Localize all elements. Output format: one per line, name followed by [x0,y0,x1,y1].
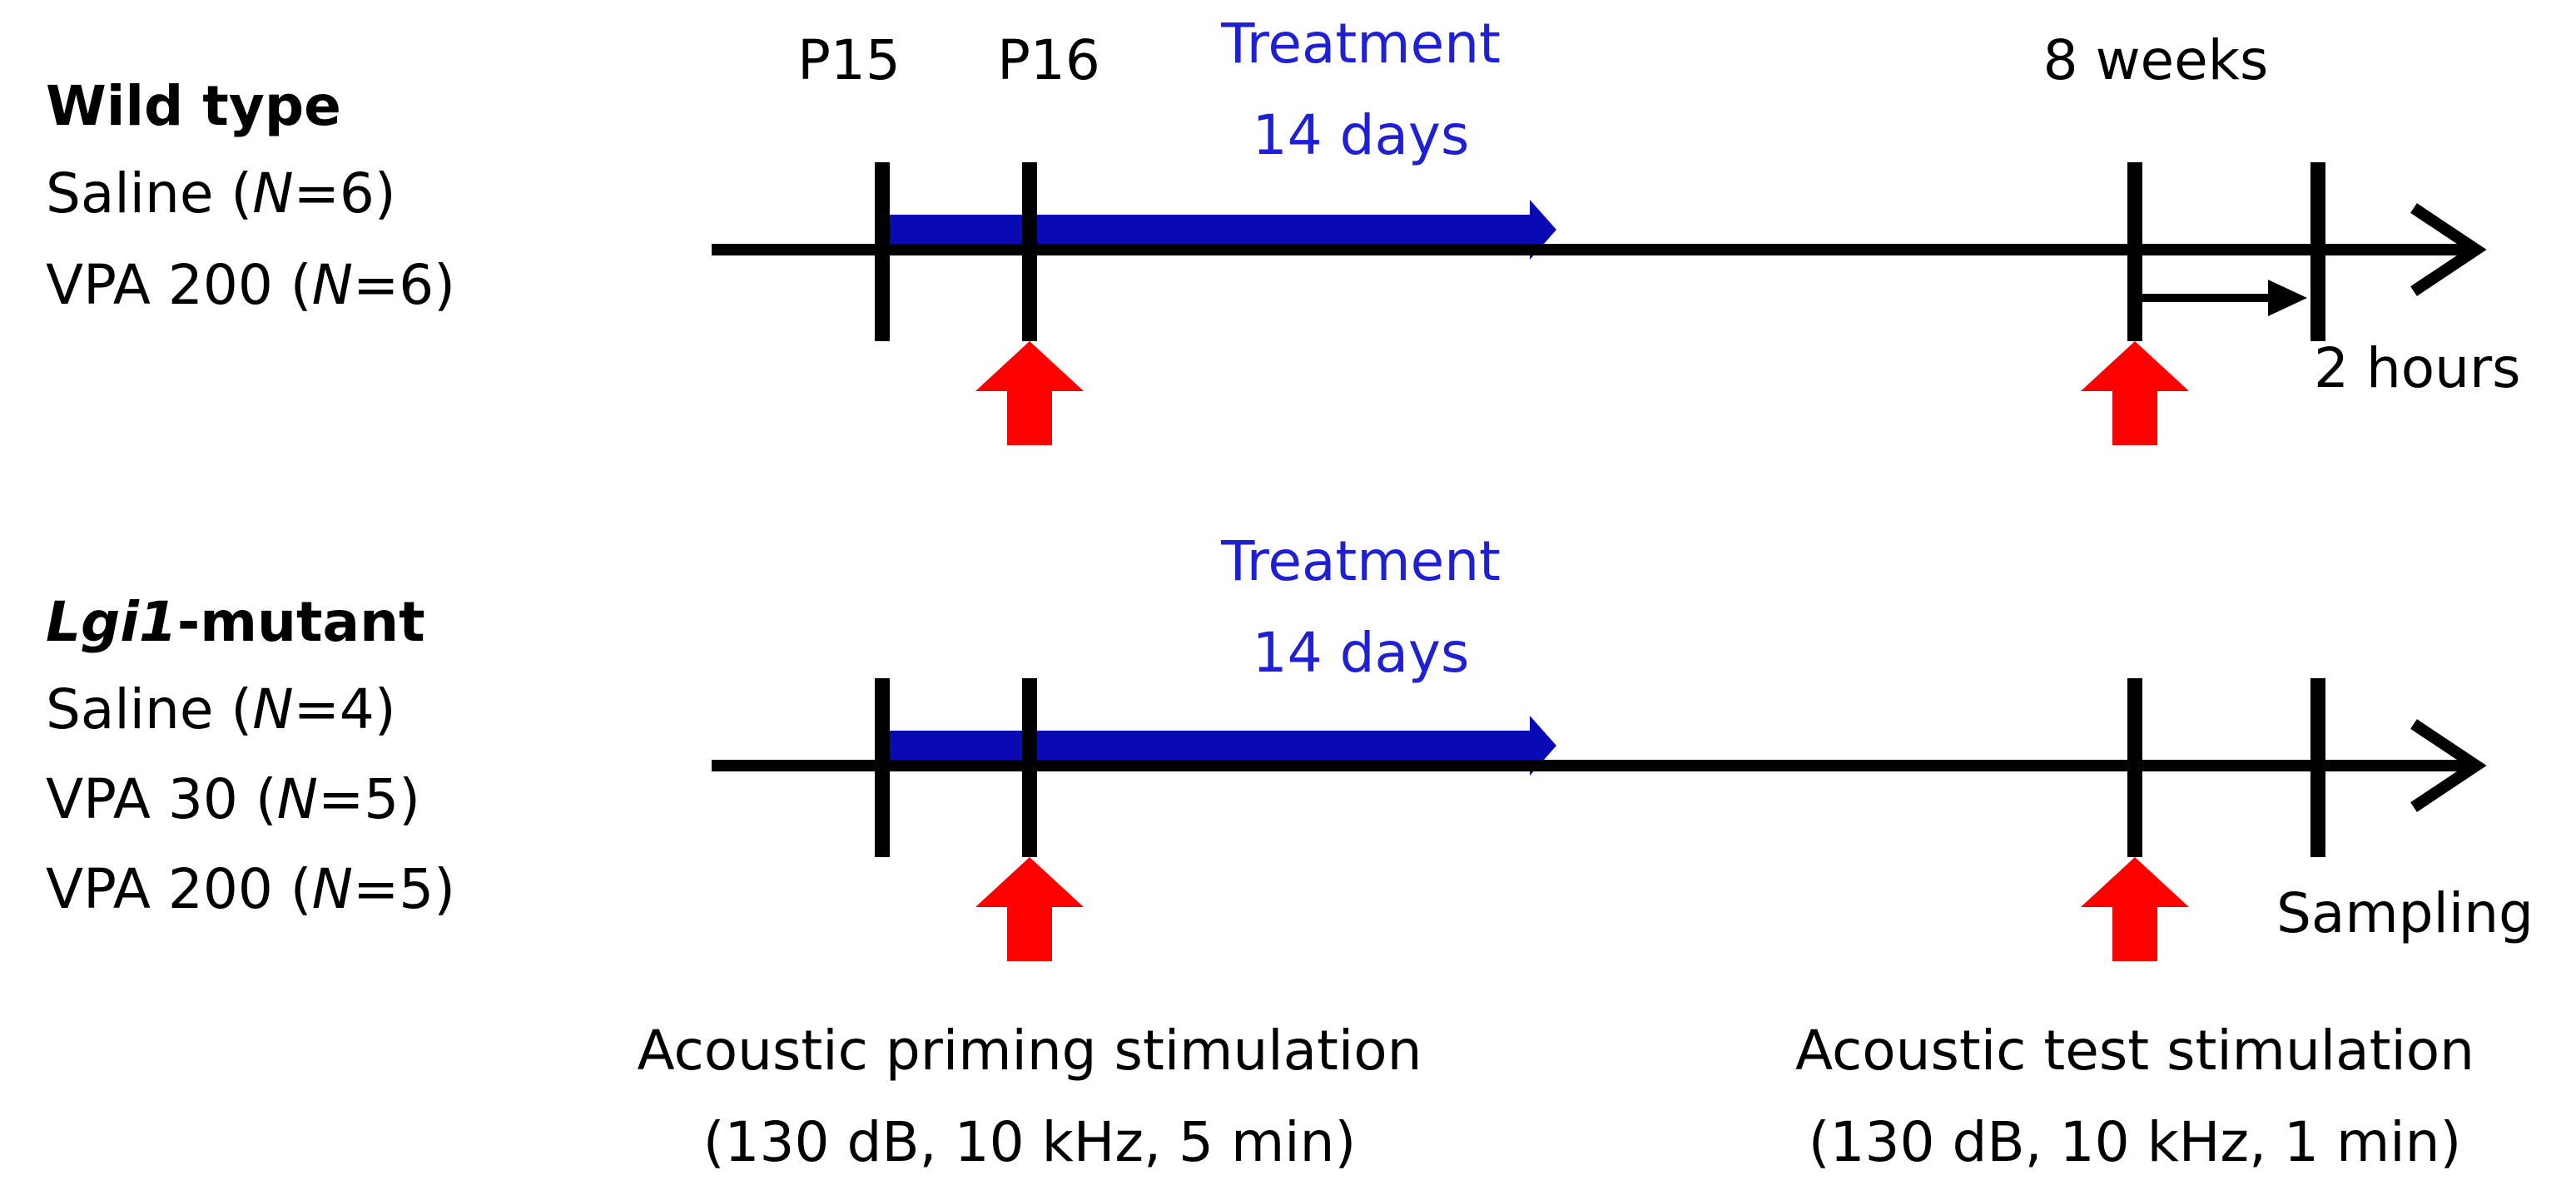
lgi1-mutant-title: Lgi1-mutant [46,590,425,654]
wt-stimulus-arrow-test [2081,341,2189,445]
lgi1-timeline [712,678,2487,961]
wt-treatment-duration: 14 days [1253,103,1470,167]
lgi1-group-vpa30: VPA 30 (N=5) [46,767,420,831]
wt-group-vpa200: VPA 200 (N=6) [46,253,455,317]
lgi1-axis-arrowhead [2410,719,2487,812]
lgi1-group-vpa200: VPA 200 (N=5) [46,857,455,921]
test-stimulation-params: (130 dB, 10 kHz, 1 min) [1809,1110,2461,1174]
lgi1-treatment-bar [882,731,1531,761]
label-p16: P16 [997,28,1100,92]
lgi1-treatment-duration: 14 days [1253,621,1470,685]
wt-treatment-label: Treatment [1220,12,1501,76]
lgi1-treatment-label: Treatment [1220,529,1501,593]
wt-group-saline: Saline (N=6) [46,161,396,226]
priming-stimulation-title: Acoustic priming stimulation [638,1019,1422,1083]
label-p15: P15 [797,28,901,92]
label-8-weeks: 8 weeks [2043,28,2269,92]
lgi1-group-saline: Saline (N=4) [46,677,396,741]
wt-axis-arrowhead [2410,203,2487,296]
priming-stimulation-params: (130 dB, 10 kHz, 5 min) [703,1110,1356,1174]
wt-interval-label: 2 hours [2314,336,2521,400]
lgi1-sampling-label: Sampling [2276,881,2534,945]
wt-treatment-bar [882,215,1531,245]
wt-stimulus-arrow-priming [975,341,1084,445]
wt-timeline [712,162,2487,445]
lgi1-stimulus-arrow-priming [975,857,1084,961]
wt-interval-arrowhead [2268,280,2307,316]
wild-type-title: Wild type [46,74,341,138]
test-stimulation-title: Acoustic test stimulation [1795,1019,2474,1083]
lgi1-stimulus-arrow-test [2081,857,2189,961]
